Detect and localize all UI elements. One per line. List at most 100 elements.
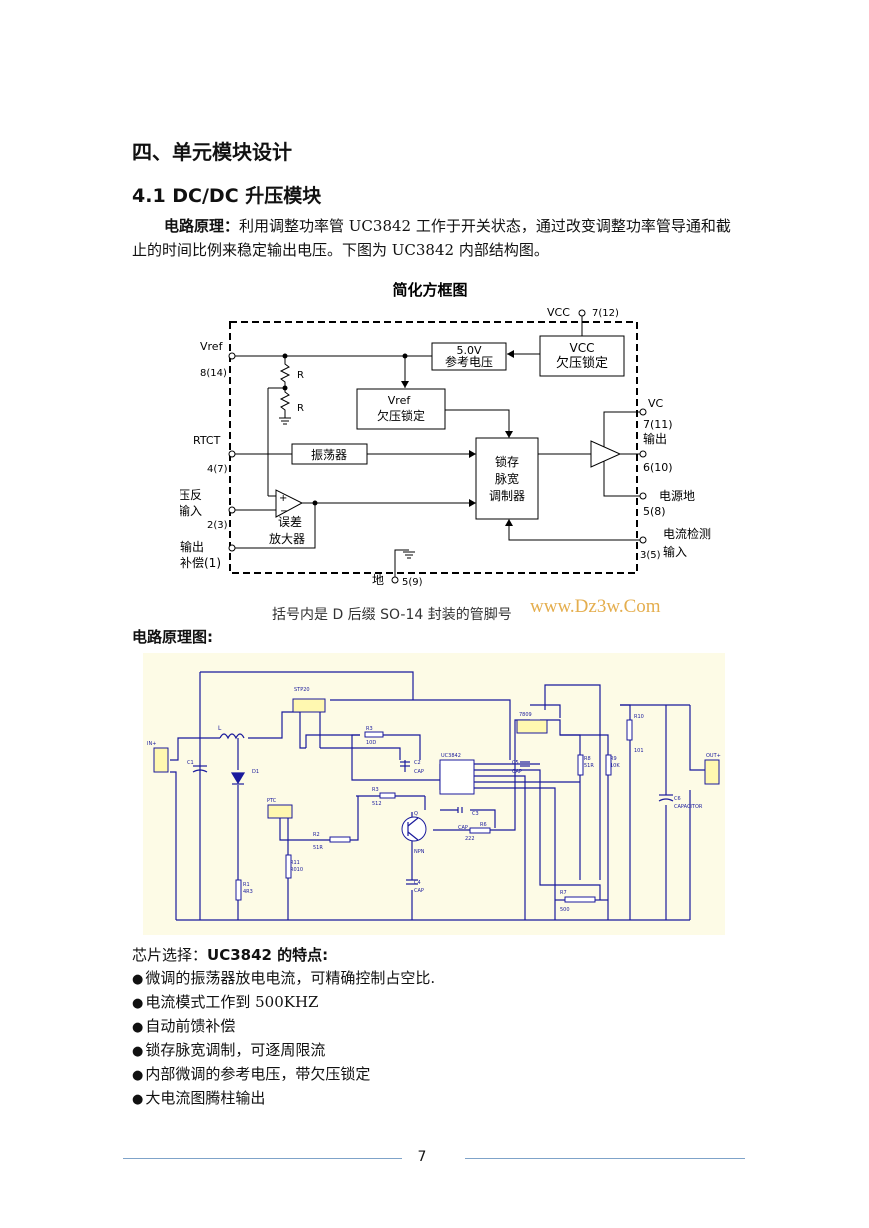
label-q: Q [414,811,418,817]
comp-label-1: 输出 [180,539,204,554]
ptc-device [267,804,293,819]
current-sense-label-2: 输入 [663,544,687,559]
label-r6: R6 [480,822,487,828]
vc-pin-label: VC [648,397,664,410]
vref-pin-number: 8(14) [200,368,227,379]
schematic-labels: IN+ OUT+ L D1 C1 STP20 7809 UC3842 PTC R… [147,687,721,913]
resistor-label-2: R [297,403,304,414]
error-amplifier [275,489,304,518]
label-c6-type: CAPACITOR [674,804,703,810]
footer-line-left [123,1158,402,1159]
output-label: 输出 [643,431,667,446]
feedback-pin [228,506,236,514]
schematic-symbols [192,733,674,885]
reference-voltage: 5.0V [456,344,481,357]
label-c5: C5 [512,760,519,766]
resistor-label-1: R [297,370,304,381]
output-connector [704,759,720,785]
vcc-pin [578,309,586,317]
label-c4: C4 [414,880,421,886]
current-sense-pin [639,536,647,544]
vcc-pin-number: 7(12) [592,308,619,319]
ground-pin-number: 5(9) [402,577,423,588]
amp-plus: + [279,493,287,504]
resistor-r11 [285,854,292,879]
label-npn: NPN [414,849,425,855]
label-l: L [218,725,222,732]
feature-item: 自动前馈补偿 [132,1015,435,1039]
latch-line-2: 脉宽 [495,471,519,486]
label-c3-type: CAP [458,825,468,831]
resistor-r3 [364,731,384,738]
label-r9: R9 [610,756,617,762]
label-r11: R11 [290,860,300,866]
comp-label-2: 补偿(1) [180,555,221,570]
output-pin-number: 6(10) [643,461,673,474]
vc-pin-number: 7(11) [643,418,673,431]
label-r10-value: 101 [634,748,644,754]
label-r3b: R3 [372,787,379,793]
subsection-heading: 4.1 DC/DC 升压模块 [132,185,322,207]
error-amp-label-2: 放大器 [269,531,305,546]
power-ground-label: 电源地 [659,489,695,503]
chip-name: UC3842 的特点: [207,946,329,964]
resistor-r1 [235,879,242,901]
label-r1: R1 [243,882,250,888]
resistor-r6 [469,827,491,834]
label-c6: C6 [674,796,681,802]
power-ground-number: 5(8) [643,505,666,518]
feedback-label-1: 电压反 [180,488,202,502]
label-r3b-value: 512 [372,801,382,807]
intro-text: 利用调整功率管 UC3842 工作于开关状态，通过改变调整功率管导通和截止的时间… [132,217,731,259]
vref-pin-label: Vref [200,340,224,353]
feedback-pin-number: 2(3) [207,520,228,531]
resistor-r8 [577,754,584,776]
vcc-pin-label: VCC [547,306,570,319]
output-driver [590,440,622,468]
resistor-r7 [564,896,596,903]
label-c5-type: CAP [512,769,522,775]
intro-paragraph: 电路原理：利用调整功率管 UC3842 工作于开关状态，通过改变调整功率管导通和… [132,214,744,262]
reference-block [431,342,507,371]
label-uc3842: UC3842 [441,753,461,759]
vc-pin [639,408,647,416]
oscillator-label: 振荡器 [311,448,347,462]
label-r7: R7 [560,890,567,896]
label-r3: R3 [366,726,373,732]
label-ptc: PTC [267,798,277,804]
label-r8-value: 51R [584,763,594,769]
vcc-uvlo-title: VCC [570,341,595,355]
uc3842-ic [439,759,475,795]
capacitor-c6 [658,798,674,802]
feature-item: 微调的振荡器放电电流，可精确控制占空比. [132,967,435,991]
resistor-r9 [605,754,612,776]
label-7809: 7809 [519,712,532,718]
rtct-pin-label: RTCT [193,434,221,447]
label-r3-value: 10D [366,740,376,746]
power-ground-pin [639,492,647,500]
current-sense-number: 3(5) [640,550,661,561]
label-c2-type: CAP [414,769,424,775]
vref-uvlo-block [356,388,446,430]
feature-item: 电流模式工作到 500KHZ [132,991,435,1015]
vcc-uvlo-block [539,335,625,377]
inductor-l [219,733,245,740]
error-amp-label-1: 误差 [278,515,302,529]
amp-minus: − [280,506,288,517]
resistor-r10 [626,719,633,741]
label-r10: R10 [634,714,644,720]
label-c2: C2 [414,760,421,766]
ground-pin [391,576,399,584]
uc3842-block-diagram: 简化方框图 VCC 7(12) VCC 欠压锁定 5.0V 参考电压 Vref … [180,281,711,622]
feature-item: 大电流图腾柱输出 [132,1087,435,1111]
label-out: OUT+ [706,753,721,759]
pin-footnote: 括号内是 D 后缀 SO-14 封装的管脚号 [272,607,512,622]
ground-label: 地 [372,573,384,587]
diode-d1 [230,772,246,785]
regulator-7809 [516,719,548,734]
watermark: www.Dz3w.Com [530,596,661,617]
vref-pin [228,352,236,360]
latch-line-3: 调制器 [489,489,525,503]
label-r9-value: 10K [610,763,620,769]
vref-uvlo-label: 欠压锁定 [377,408,425,423]
